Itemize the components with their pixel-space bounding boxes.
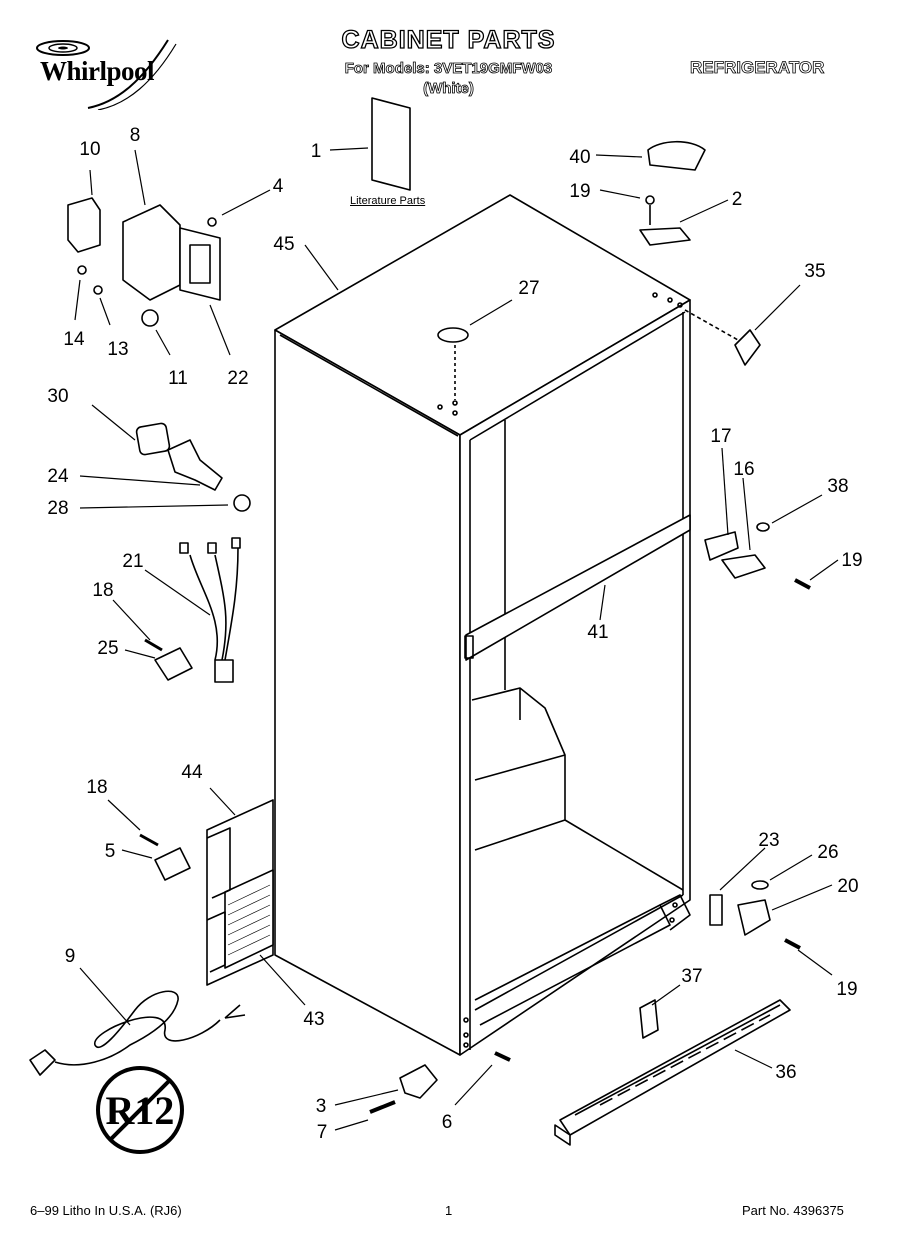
lower-hinge — [738, 900, 770, 935]
callout-19-top: 19 — [569, 181, 590, 202]
whirlpool-logo-swirl — [18, 30, 188, 110]
literature-parts-label: Literature Parts — [350, 195, 426, 207]
callout-3: 3 — [316, 1096, 327, 1117]
mounting-bracket — [180, 228, 220, 300]
hinge-washer — [752, 881, 768, 889]
callout-25: 25 — [97, 638, 118, 659]
footer-part-number: Part No. 4396375 — [742, 1203, 844, 1218]
callout-28: 28 — [47, 498, 68, 519]
callout-16: 16 — [733, 459, 754, 480]
callout-45: 45 — [273, 234, 294, 255]
center-hinge-washer — [757, 523, 769, 531]
callout-11: 11 — [168, 368, 188, 389]
grommet — [142, 310, 158, 326]
callout-2: 2 — [732, 189, 743, 210]
center-hinge-shim — [705, 532, 738, 560]
callout-18-lower: 18 — [86, 777, 107, 798]
hinge-pin-cap — [735, 330, 760, 365]
callout-36: 36 — [775, 1062, 796, 1083]
base-grille — [560, 1000, 790, 1135]
page-title: CABINET PARTS — [341, 25, 556, 54]
callout-1: 1 — [311, 141, 322, 162]
callout-5: 5 — [105, 841, 116, 862]
hinge-cover — [648, 142, 705, 170]
callout-14: 14 — [63, 329, 85, 350]
center-hinge — [722, 555, 765, 578]
callout-6: 6 — [442, 1112, 453, 1133]
callout-26: 26 — [817, 842, 838, 863]
callout-35: 35 — [804, 261, 825, 282]
callout-18-upper: 18 — [92, 580, 113, 601]
callout-labels: 1 2 3 4 5 6 7 8 9 10 11 13 14 16 17 18 1… — [47, 125, 862, 1143]
top-plug — [438, 328, 468, 342]
callout-7: 7 — [317, 1122, 328, 1143]
callout-9: 9 — [65, 946, 76, 967]
callout-22: 22 — [227, 368, 248, 389]
callout-10: 10 — [79, 139, 100, 160]
product-name: REFRIGERATOR — [690, 58, 825, 78]
callout-40: 40 — [569, 147, 590, 168]
whirlpool-logo-text: Whirlpool — [40, 56, 155, 86]
thermostat-knob — [168, 440, 222, 490]
cabinet-body — [207, 195, 690, 1055]
insulation-pattern — [228, 885, 270, 955]
leveling-bracket — [400, 1065, 437, 1098]
callout-8: 8 — [130, 125, 141, 146]
no-r12-symbol — [98, 1068, 182, 1152]
callout-21: 21 — [122, 551, 143, 572]
callout-23: 23 — [758, 830, 779, 851]
callout-37: 37 — [681, 966, 702, 987]
callout-43: 43 — [303, 1009, 324, 1030]
cord-clamp — [155, 848, 190, 880]
footer-litho: 6–99 Litho In U.S.A. (RJ6) — [30, 1203, 182, 1218]
callout-13: 13 — [107, 339, 128, 360]
callout-38: 38 — [827, 476, 848, 497]
wiring-harness — [190, 555, 217, 660]
callout-41: 41 — [587, 622, 608, 643]
color-line: (White) — [423, 80, 475, 98]
control-box — [123, 205, 180, 300]
leader-lines — [75, 148, 838, 1130]
callout-30: 30 — [47, 386, 68, 407]
literature-booklet — [372, 98, 410, 190]
top-hinge — [640, 228, 690, 245]
callout-19-bottom: 19 — [836, 979, 857, 1000]
models-line: For Models: 3VET19GMFW03 — [344, 60, 553, 78]
callout-17: 17 — [710, 426, 731, 447]
callout-24: 24 — [47, 466, 69, 487]
callout-20: 20 — [837, 876, 858, 897]
washer — [234, 495, 250, 511]
power-cord-plug — [30, 1050, 55, 1075]
power-cord — [55, 991, 220, 1065]
footer-page-number: 1 — [445, 1203, 453, 1218]
callout-44: 44 — [181, 762, 203, 783]
leveling-screw — [370, 1102, 395, 1112]
hinge-shim — [710, 895, 722, 925]
relay — [68, 198, 100, 252]
callout-27: 27 — [518, 278, 539, 299]
callout-19-center: 19 — [841, 550, 862, 571]
callout-4: 4 — [273, 176, 284, 197]
r12-badge-text: R12 — [106, 1088, 175, 1133]
grille-clip — [640, 1000, 658, 1038]
wire-clamp — [155, 648, 192, 680]
bezel — [136, 423, 170, 456]
